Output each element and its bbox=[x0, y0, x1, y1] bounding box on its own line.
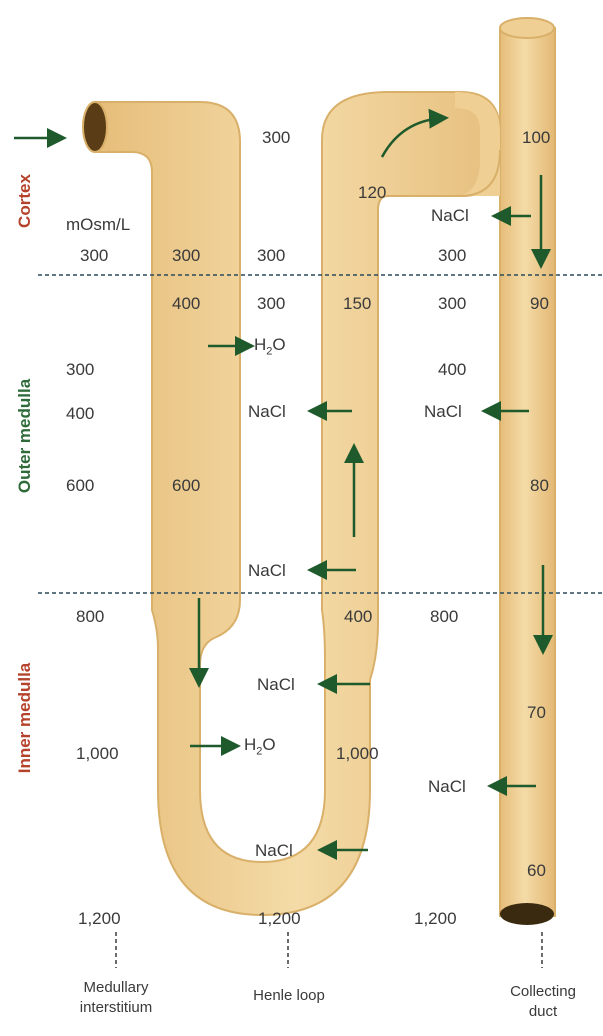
nacl-label-6: NaCl bbox=[255, 841, 293, 860]
cortical-flow-arrow bbox=[380, 108, 449, 158]
duct-value-70: 70 bbox=[527, 703, 546, 722]
cortex-interstitium-value-300: 300 bbox=[262, 128, 291, 147]
interstitium-value-300-cortex: 300 bbox=[80, 246, 109, 265]
interstitium-value-300: 300 bbox=[66, 360, 95, 379]
duct-value-60: 60 bbox=[527, 861, 546, 880]
ascending-limb-value-150: 150 bbox=[343, 294, 372, 313]
nacl-label-3: NaCl bbox=[248, 561, 286, 580]
interstitium-value-1200: 1,200 bbox=[78, 909, 121, 928]
interstitium-value-1000: 1,000 bbox=[76, 744, 119, 763]
duct-value-90: 90 bbox=[530, 294, 549, 313]
nacl-label-1: NaCl bbox=[248, 402, 286, 421]
unit-label: mOsm/L bbox=[66, 215, 131, 234]
zone-inner-medulla-label: Inner medulla bbox=[15, 662, 34, 774]
duct-junction bbox=[455, 92, 500, 196]
caption-duct-line1: Collecting bbox=[510, 983, 576, 1000]
caption-medullary-interstitium: Medullary interstitium bbox=[56, 978, 176, 1018]
h2o-label-lower: H2O bbox=[244, 735, 276, 758]
between-limbs-value-300-a: 300 bbox=[257, 246, 286, 265]
flow-arrows bbox=[14, 108, 553, 860]
collecting-duct-tube bbox=[499, 27, 556, 917]
between-limbs-value-300-b: 300 bbox=[257, 294, 286, 313]
interstitium-value-400: 400 bbox=[66, 404, 95, 423]
right-interstitium-value-1200: 1,200 bbox=[414, 909, 457, 928]
caption-henle-loop: Henle loop bbox=[253, 987, 325, 1004]
caption-collecting-duct: Collecting duct bbox=[490, 982, 596, 1022]
duct-top-opening bbox=[499, 17, 555, 39]
zone-cortex-label: Cortex bbox=[15, 174, 34, 228]
caption-interstitium-line1: Medullary bbox=[83, 979, 149, 996]
duct-bottom-opening bbox=[500, 903, 554, 925]
descending-limb-value-400: 400 bbox=[172, 294, 201, 313]
descending-limb-value-600: 600 bbox=[172, 476, 201, 495]
zone-outer-medulla-label: Outer medulla bbox=[15, 378, 34, 494]
nacl-label-top: NaCl bbox=[431, 206, 469, 225]
henle-loop-tube bbox=[94, 91, 546, 917]
duct-junction-edge bbox=[459, 149, 501, 197]
nacl-label-2: NaCl bbox=[424, 402, 462, 421]
duct-value-80: 80 bbox=[530, 476, 549, 495]
caption-duct-line2: duct bbox=[528, 1003, 558, 1020]
caption-interstitium-line2: interstitium bbox=[79, 999, 153, 1016]
loop-inlet-opening bbox=[82, 101, 108, 153]
ascending-limb-value-400: 400 bbox=[344, 607, 373, 626]
interstitium-value-600: 600 bbox=[66, 476, 95, 495]
ascending-limb-value-120: 120 bbox=[358, 183, 387, 202]
right-interstitium-value-800: 800 bbox=[430, 607, 459, 626]
nacl-label-4: NaCl bbox=[257, 675, 295, 694]
right-interstitium-value-300-a: 300 bbox=[438, 246, 467, 265]
right-interstitium-value-300-b: 300 bbox=[438, 294, 467, 313]
nacl-label-5: NaCl bbox=[428, 777, 466, 796]
duct-value-100: 100 bbox=[522, 128, 551, 147]
right-interstitium-value-400: 400 bbox=[438, 360, 467, 379]
ascending-limb-value-1000: 1,000 bbox=[336, 744, 379, 763]
descending-limb-value-300: 300 bbox=[172, 246, 201, 265]
h2o-label-upper: H2O bbox=[254, 335, 286, 358]
interstitium-value-800: 800 bbox=[76, 607, 105, 626]
loop-bottom-value-1200: 1,200 bbox=[258, 909, 301, 928]
